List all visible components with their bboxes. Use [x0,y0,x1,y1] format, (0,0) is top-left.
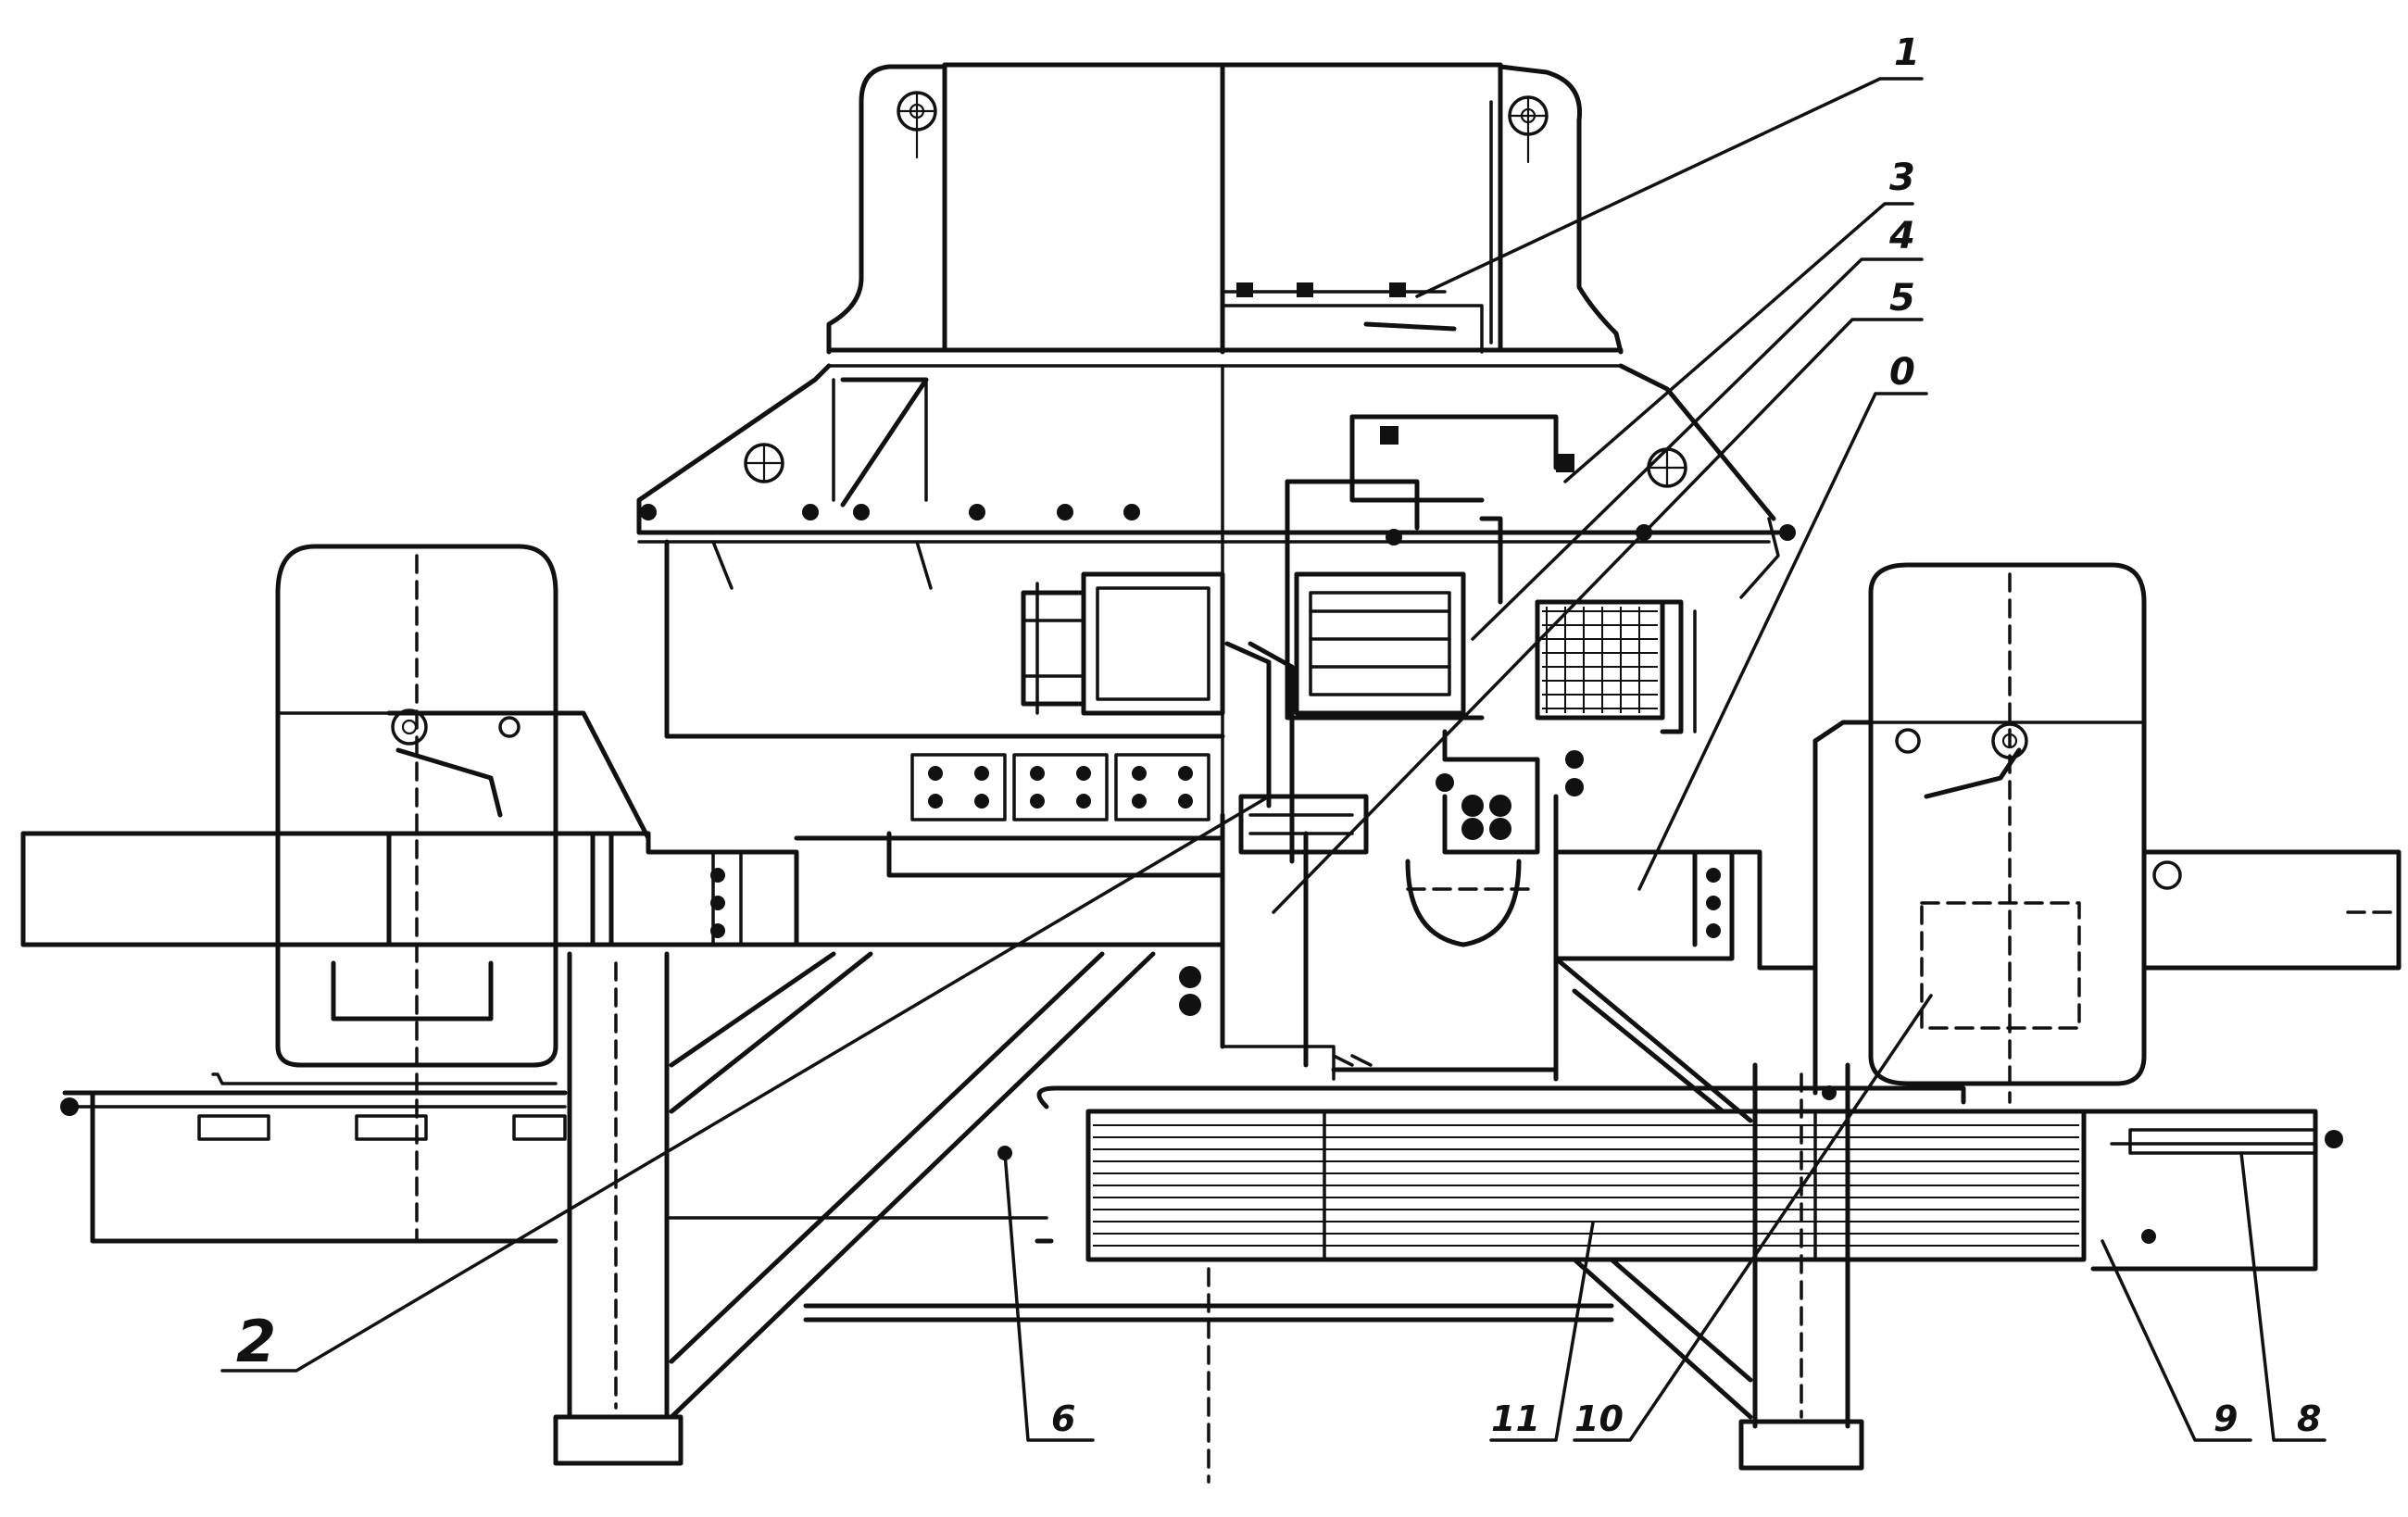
callout-6: 6 [1051,1398,1075,1439]
callout-8: 8 [2297,1398,2321,1439]
right-motor [1812,562,2402,1104]
rotor-assembly [1021,414,1697,864]
callout-0: 0 [1889,351,1915,394]
callout-4: 4 [1888,215,1915,257]
feed-hopper [826,62,1624,368]
main-beam [20,753,1818,971]
callout-9: 9 [2214,1398,2238,1439]
crushing-chamber [636,363,1796,1048]
callout-3: 3 [1889,157,1915,199]
drive-belt-pack [997,1085,2087,1262]
callout-labels: 1 2 3 4 5 0 6 11 10 9 8 [236,31,2321,1439]
callout-10: 10 [1574,1398,1624,1439]
callout-2: 2 [236,1308,276,1375]
callout-5: 5 [1889,277,1915,320]
callout-leaders [220,77,2326,1442]
callout-1: 1 [1894,31,1920,74]
left-motor [211,544,651,1243]
callout-11: 11 [1491,1398,1540,1439]
base-frame [60,1085,2343,1272]
